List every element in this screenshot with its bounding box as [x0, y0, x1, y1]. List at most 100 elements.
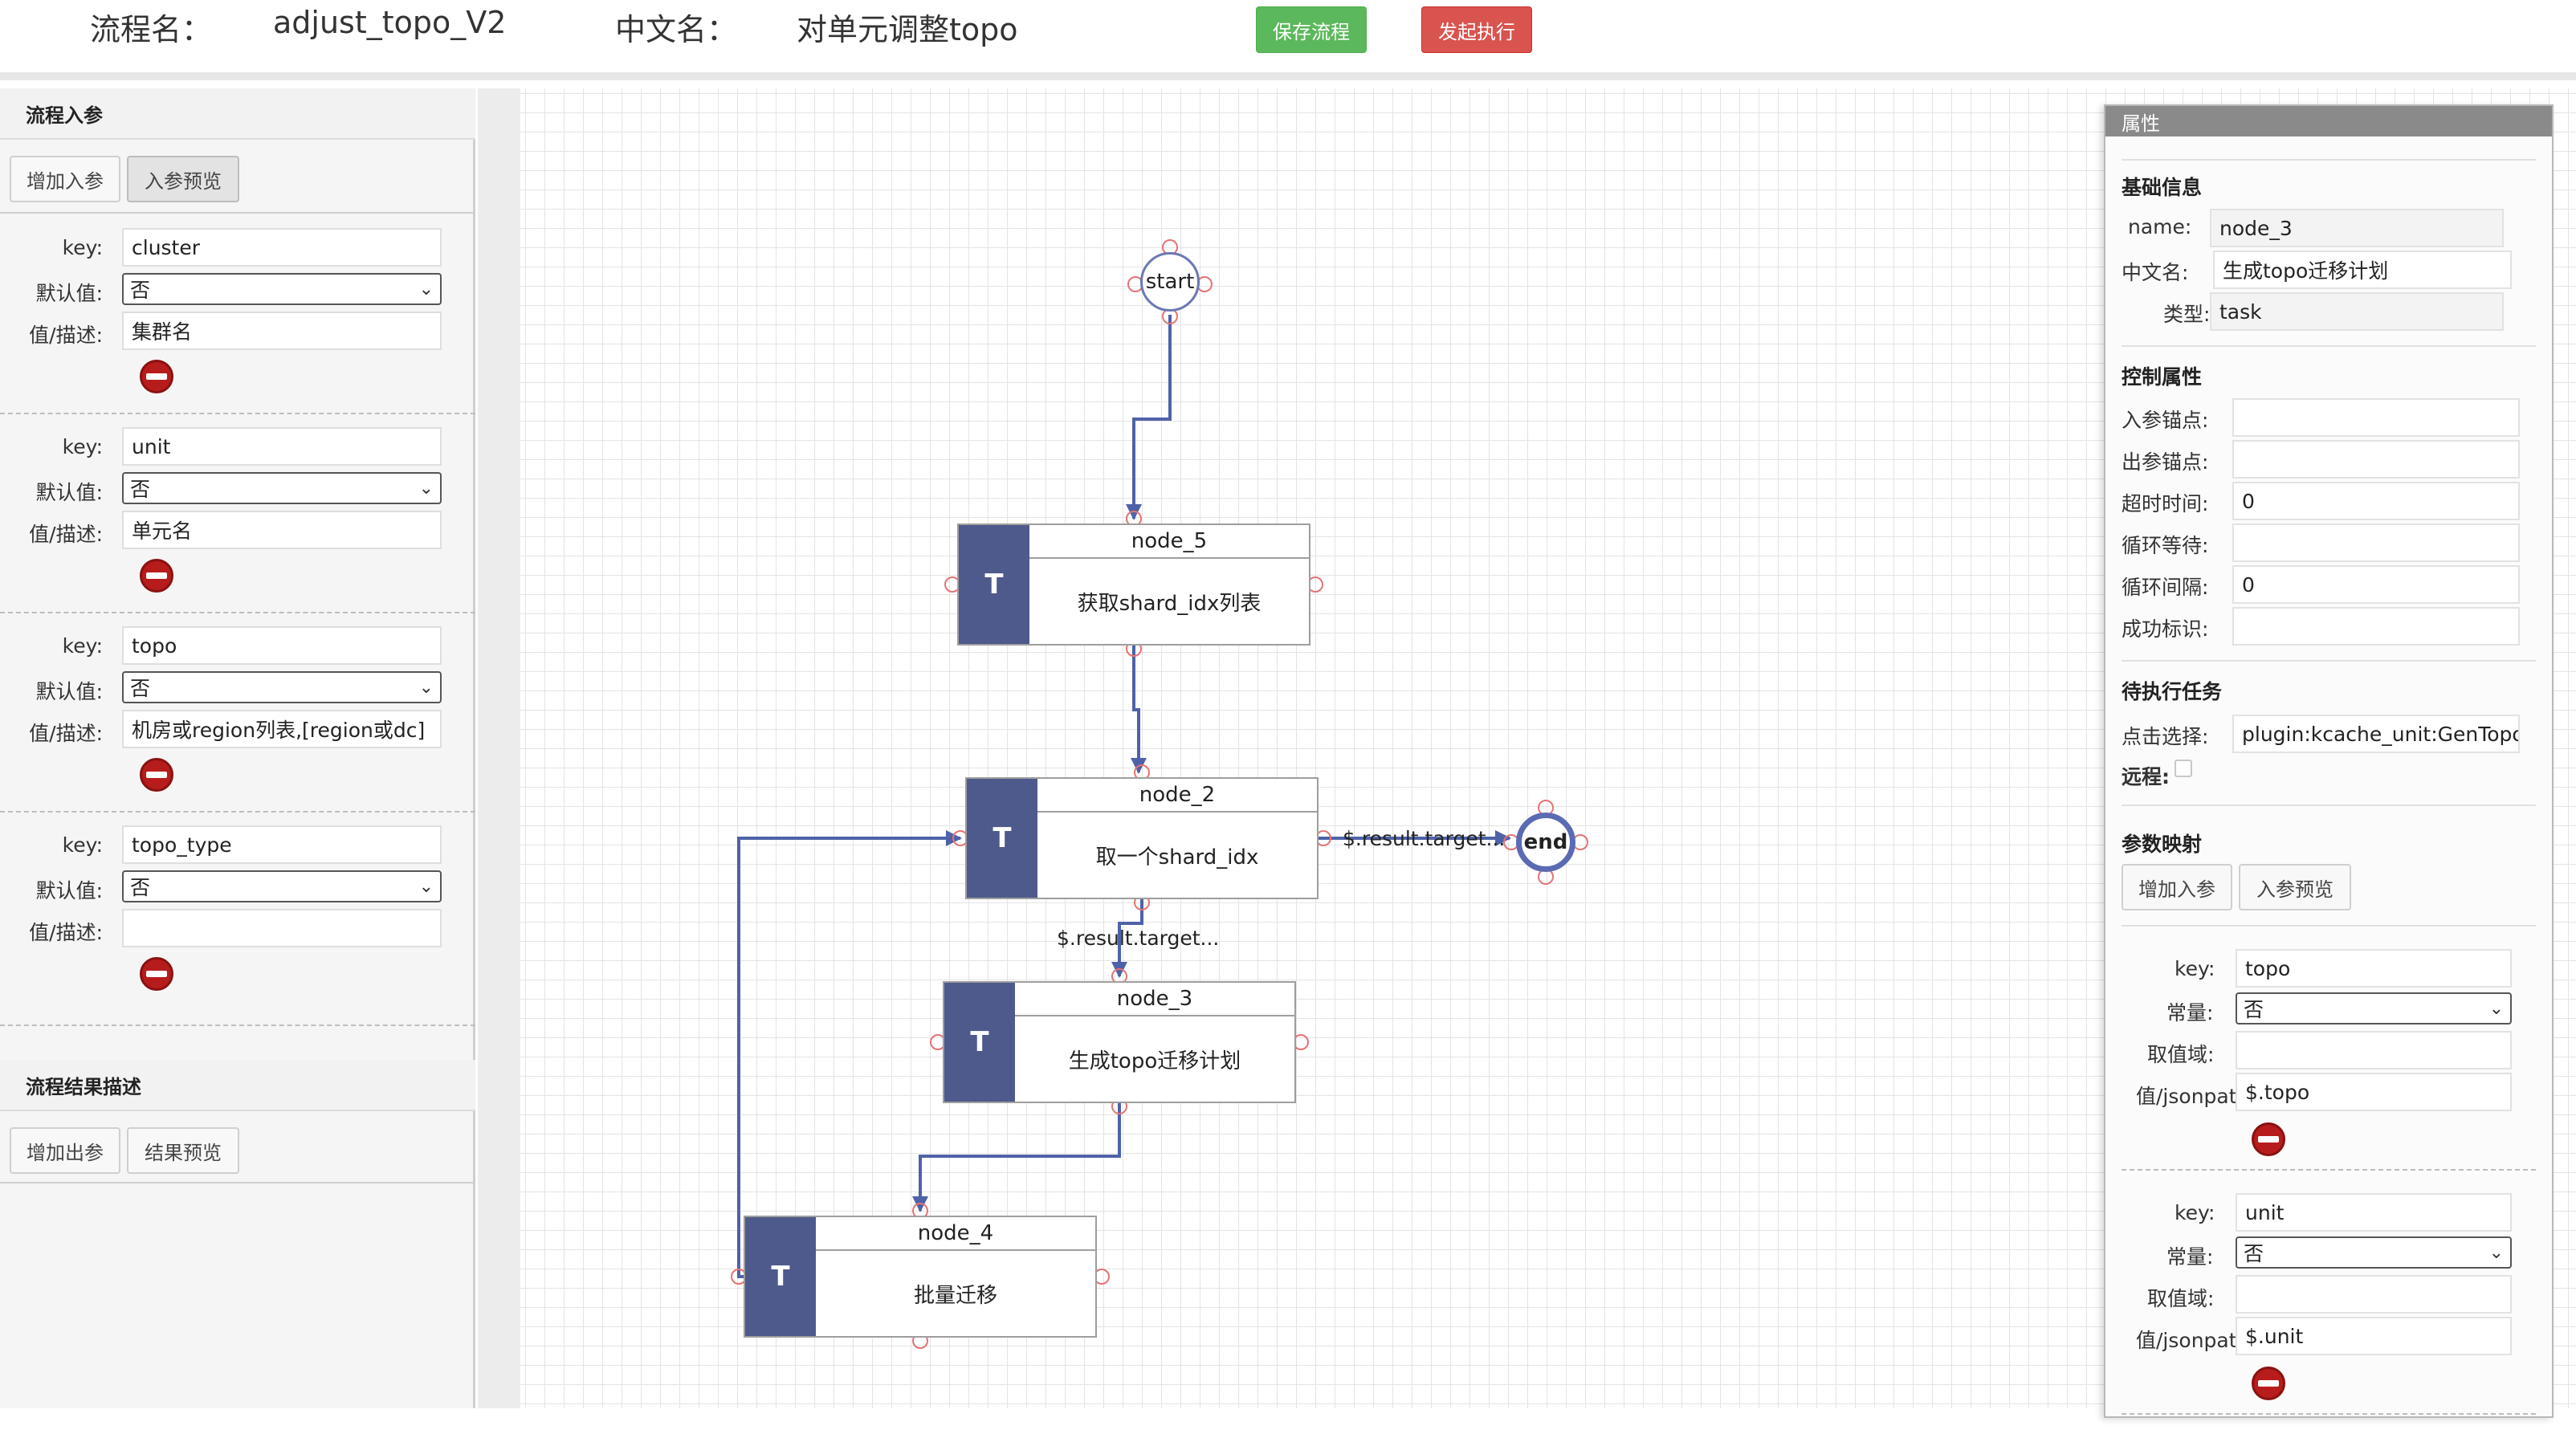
plugin-select-field[interactable]: plugin:kcache_unit:GenTopoMigratePlan [2232, 715, 2520, 753]
mapping-key-input[interactable]: unit [2236, 1193, 2512, 1232]
remote-label: 远程: [2122, 765, 2170, 788]
chevron-down-icon: ⌄ [418, 877, 434, 897]
add-output-button[interactable]: 增加出参 [10, 1127, 120, 1174]
mapping-preview-input-button[interactable]: 入参预览 [2239, 864, 2351, 910]
task-node-2[interactable]: T node_2 取一个shard_idx [965, 777, 1319, 899]
param-key-input[interactable]: topo_type [122, 825, 442, 864]
remove-mapping-button[interactable] [2252, 1367, 2285, 1400]
mapping-value-input[interactable]: $.topo [2236, 1073, 2512, 1111]
remote-checkbox[interactable] [2175, 760, 2192, 777]
loop-interval-field[interactable]: 0 [2232, 565, 2520, 604]
edge-node5-node2[interactable] [1131, 646, 1147, 774]
param-key-input[interactable]: cluster [122, 228, 442, 267]
mapping-const-value: 否 [2244, 998, 2264, 1021]
result-section-title: 流程结果描述 [0, 1060, 475, 1111]
in-anchor-label: 入参锚点: [2122, 409, 2209, 432]
loop-interval-label: 循环间隔: [2122, 576, 2209, 599]
remove-mapping-button[interactable] [2252, 1122, 2285, 1156]
end-label: end [1523, 830, 1568, 854]
mapping-key-input[interactable]: topo [2236, 949, 2512, 988]
param-desc-input[interactable] [122, 909, 442, 947]
in-anchor-field[interactable] [2232, 398, 2520, 437]
task-badge: T [967, 779, 1037, 898]
success-flag-field[interactable] [2232, 607, 2520, 646]
edge-node2-node3[interactable] [1111, 899, 1143, 978]
param-desc-input[interactable]: 机房或region列表,[region或dc] [122, 710, 442, 748]
mapping-const-select[interactable]: 否 ⌄ [2236, 992, 2512, 1024]
add-input-button[interactable]: 增加入参 [10, 156, 120, 202]
param-mapping-title: 参数映射 [2122, 833, 2203, 856]
task-node-3[interactable]: T node_3 生成topo迁移计划 [943, 981, 1296, 1103]
mapping-domain-input[interactable] [2236, 1275, 2512, 1314]
param-default-label: 默认值: [35, 481, 103, 504]
mapping-const-select[interactable]: 否 ⌄ [2236, 1236, 2512, 1269]
remove-param-button[interactable] [140, 758, 173, 792]
start-label: start [1145, 270, 1195, 294]
node-name: node_4 [816, 1217, 1095, 1251]
mapping-domain-label: 取值域: [2147, 1043, 2215, 1066]
loop-wait-field[interactable] [2232, 523, 2520, 562]
mapping-domain-label: 取值域: [2147, 1287, 2215, 1310]
param-default-select[interactable]: 否 ⌄ [122, 671, 442, 703]
param-desc-label: 值/描述: [29, 324, 103, 347]
start-node[interactable]: start [1140, 252, 1200, 312]
param-default-label: 默认值: [35, 879, 103, 902]
task-node-4[interactable]: T node_4 批量迁移 [744, 1216, 1097, 1338]
name-label: name: [2128, 215, 2192, 238]
canvas-gutter [478, 88, 520, 1408]
edge-label-node2-node3[interactable]: $.result.target... [1057, 927, 1220, 950]
out-anchor-field[interactable] [2232, 440, 2520, 479]
param-desc-label: 值/描述: [29, 523, 103, 546]
flow-name-value: adjust_topo_V2 [273, 5, 507, 40]
mapping-domain-input[interactable] [2236, 1031, 2512, 1069]
param-key-input[interactable]: unit [122, 427, 442, 466]
end-node[interactable]: end [1516, 813, 1575, 872]
edge-node3-node4[interactable] [912, 1103, 1121, 1212]
run-flow-button[interactable]: 发起执行 [1421, 6, 1532, 53]
cn-name-value: 对单元调整topo [797, 12, 1018, 47]
remove-param-button[interactable] [140, 957, 173, 991]
param-default-value: 否 [130, 677, 151, 700]
task-node-5[interactable]: T node_5 获取shard_idx列表 [957, 523, 1310, 646]
param-default-select[interactable]: 否 ⌄ [122, 870, 442, 902]
divider [0, 413, 475, 414]
param-key-input[interactable]: topo [122, 626, 442, 665]
mapping-const-label: 常量: [2166, 1245, 2214, 1269]
param-desc-input[interactable]: 单元名 [122, 511, 442, 549]
divider [2122, 660, 2536, 662]
divider [0, 1182, 475, 1183]
divider [2122, 1413, 2536, 1415]
divider [2122, 925, 2536, 927]
mapping-value-input[interactable]: $.unit [2236, 1317, 2512, 1355]
minus-icon [146, 373, 167, 380]
timeout-field[interactable]: 0 [2232, 482, 2520, 520]
save-flow-button[interactable]: 保存流程 [1256, 6, 1367, 53]
task-badge: T [745, 1217, 816, 1336]
edge-node4-node2-loop[interactable] [737, 830, 962, 1278]
param-key-label: key: [62, 236, 103, 259]
edge-start-node5[interactable] [1126, 315, 1172, 520]
edge-label-node2-end[interactable]: $.result.target... [1343, 827, 1506, 850]
param-default-select[interactable]: 否 ⌄ [122, 472, 442, 504]
chevron-down-icon: ⌄ [2488, 1243, 2504, 1263]
properties-panel: 属性 基础信息 name: node_3 中文名: 生成topo迁移计划 类型:… [2104, 104, 2554, 1418]
divider [2122, 159, 2536, 161]
param-default-value: 否 [130, 876, 151, 899]
param-desc-input[interactable]: 集群名 [122, 312, 442, 350]
remove-param-button[interactable] [140, 360, 173, 393]
task-badge: T [944, 983, 1015, 1102]
param-default-label: 默认值: [35, 680, 103, 703]
cn-name-label: 中文名： [615, 12, 738, 47]
cn-name-field[interactable]: 生成topo迁移计划 [2213, 251, 2512, 289]
cn-name-label: 中文名: [2122, 261, 2189, 284]
preview-result-button[interactable]: 结果预览 [127, 1127, 239, 1174]
remove-param-button[interactable] [140, 559, 173, 593]
preview-input-button[interactable]: 入参预览 [127, 156, 239, 202]
param-key-label: key: [62, 634, 103, 658]
param-key-label: key: [62, 833, 103, 857]
param-default-select[interactable]: 否 ⌄ [122, 273, 442, 305]
node-name: node_5 [1029, 525, 1309, 559]
mapping-const-value: 否 [2244, 1242, 2264, 1265]
node-name: node_2 [1037, 779, 1317, 813]
mapping-add-input-button[interactable]: 增加入参 [2122, 864, 2232, 910]
